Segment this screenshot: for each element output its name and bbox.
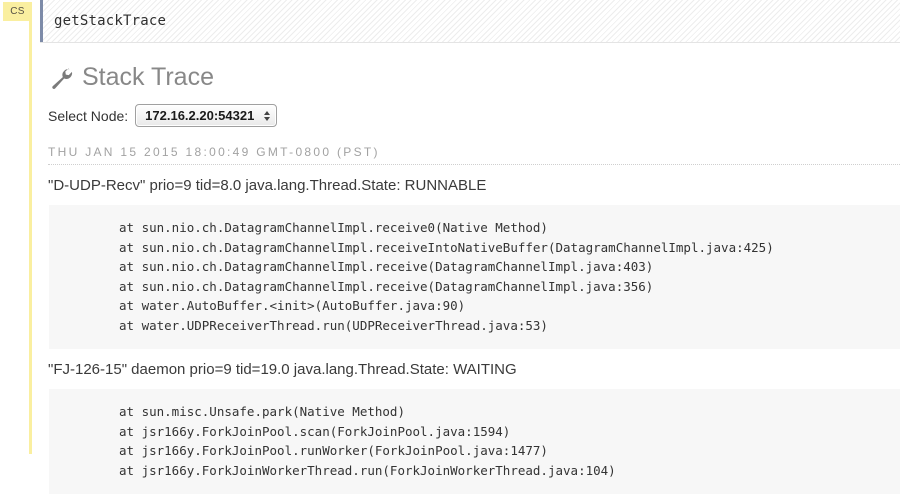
wrench-icon (48, 65, 73, 90)
thread-header: "D-UDP-Recv" prio=9 tid=8.0 java.lang.Th… (48, 177, 487, 194)
stack-trace-frame: at jsr166y.ForkJoinPool.runWorker(ForkJo… (119, 443, 548, 458)
stack-trace-panel: Stack Trace Select Node: 172.16.2.20:543… (0, 43, 900, 494)
select-node-row: Select Node: 172.16.2.20:54321 (48, 104, 900, 127)
cell-divider (40, 42, 900, 43)
command-cell-text: getStackTrace (54, 13, 167, 29)
command-cell[interactable]: getStackTrace (40, 0, 900, 42)
select-node-label: Select Node: (48, 107, 129, 124)
stack-trace-frame: at sun.nio.ch.DatagramChannelImpl.receiv… (119, 259, 654, 274)
stack-trace-frame: at sun.misc.Unsafe.park(Native Method) (119, 404, 405, 419)
stack-trace-frame: at water.UDPReceiverThread.run(UDPReceiv… (119, 317, 548, 333)
stack-trace-block: at sun.misc.Unsafe.park(Native Method) at… (49, 389, 900, 494)
stack-trace-block: at sun.nio.ch.DatagramChannelImpl.receiv… (49, 205, 900, 349)
stepper-arrows-icon (264, 110, 271, 121)
trace-timestamp: THU JAN 15 2015 18:00:49 GMT-0800 (PST) (48, 145, 900, 165)
thread-list: "D-UDP-Recv" prio=9 tid=8.0 java.lang.Th… (0, 175, 900, 494)
stack-trace-frame: at sun.nio.ch.DatagramChannelImpl.receiv… (119, 278, 654, 294)
stack-trace-frame: at jsr166y.ForkJoinPool.scan(ForkJoinPoo… (119, 423, 511, 439)
node-select-value: 172.16.2.20:54321 (145, 108, 255, 123)
stack-trace-frame: at jsr166y.ForkJoinWorkerThread.run(Fork… (119, 462, 616, 478)
page-title-text: Stack Trace (82, 63, 214, 91)
page-title: Stack Trace (48, 65, 900, 90)
stack-trace-frame: at sun.nio.ch.DatagramChannelImpl.receiv… (119, 220, 548, 235)
cell-type-badge: CS (3, 2, 32, 21)
thread-header: "FJ-126-15" daemon prio=9 tid=19.0 java.… (48, 361, 517, 378)
stack-trace-frame: at sun.nio.ch.DatagramChannelImpl.receiv… (119, 239, 774, 255)
node-select[interactable]: 172.16.2.20:54321 (135, 104, 278, 127)
stack-trace-frame: at water.AutoBuffer.<init>(AutoBuffer.ja… (119, 298, 466, 313)
